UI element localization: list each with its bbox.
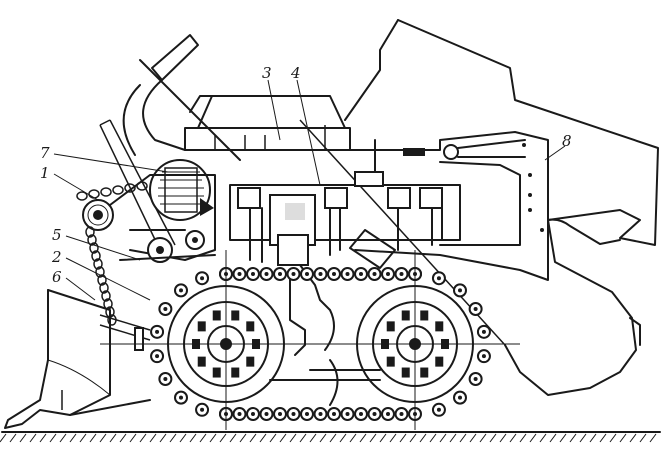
callout-6: 6 [52,268,62,286]
dozer-blade [4,289,151,429]
wheel-bolt [386,321,395,332]
wheel-bolt [420,367,429,378]
ground [0,431,661,443]
wheel-bolt [435,321,444,332]
chain-link [91,250,101,262]
leader-lines [53,79,566,301]
wheel-bolt [386,356,395,367]
hull [349,131,549,281]
callout-7: 7 [40,144,50,162]
callout-1: 1 [40,164,50,182]
wheel-bolt [212,367,221,378]
callout-8: 8 [562,132,572,150]
chain-link [112,185,124,195]
wheel-bolt [197,356,206,367]
chain-link [101,290,111,302]
chain-link [97,274,107,286]
chain-link [99,282,109,294]
wheel-bolt [401,367,410,378]
chain-link [87,234,97,246]
chain-link [85,226,95,238]
callout-5: 5 [52,226,62,244]
winch-drum [149,159,214,221]
front-sprocket [82,199,114,231]
wheel-bolt [420,310,429,321]
callout-labels: 7 1 5 2 6 3 4 8 [40,64,572,286]
chain-link [89,242,99,254]
wheel-bolt [212,310,221,321]
callout-3: 3 [262,64,272,82]
wheel-bolt [197,321,206,332]
chain-link [76,191,88,201]
chain-link [100,187,112,197]
wheel-bolt [401,310,410,321]
engine-block [229,139,461,406]
drive-chain [76,181,148,326]
dump-body [299,19,659,396]
wheel-bolt [246,321,255,332]
chain-link [124,183,136,193]
chain-link [95,266,105,278]
wheel-bolt [246,356,255,367]
callout-4: 4 [290,64,301,82]
track [150,267,491,421]
wheel-bolt [435,356,444,367]
chain-link [93,258,103,270]
callout-2: 2 [51,248,62,266]
wheel-bolt [231,367,240,378]
wheel-bolt [231,310,240,321]
chain-link [88,189,100,199]
